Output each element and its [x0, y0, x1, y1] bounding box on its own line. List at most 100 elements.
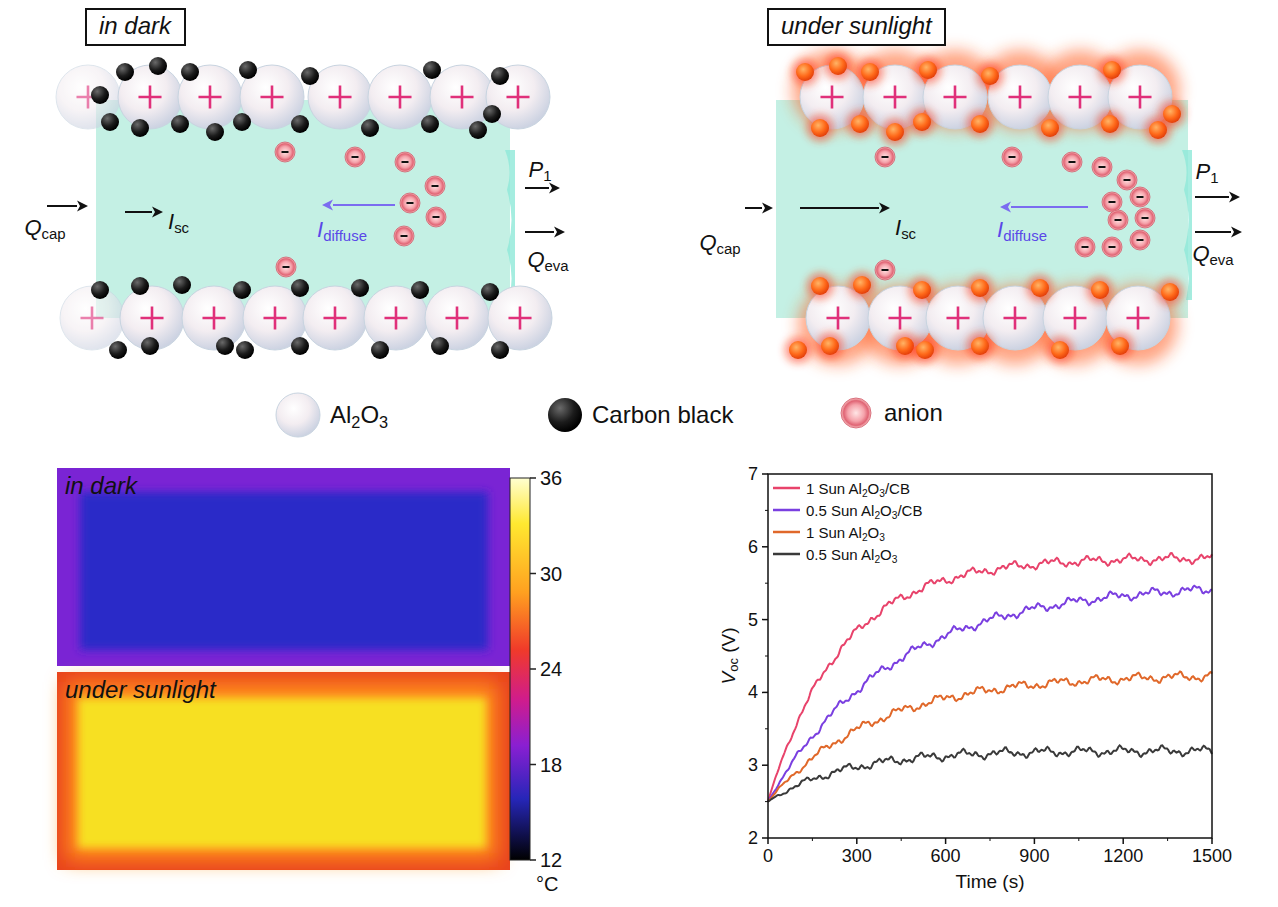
thermal-image-panel: in dark	[57, 468, 510, 666]
panel-title-box: in dark	[85, 8, 186, 46]
flow-arrow	[800, 207, 879, 209]
carbon-black-particle	[116, 63, 134, 81]
y-tick	[762, 764, 768, 766]
anion	[425, 176, 445, 196]
flow-arrow	[1195, 196, 1229, 198]
heated-carbon-particle	[1051, 341, 1069, 359]
y-tick	[762, 837, 768, 839]
heated-particle-glow	[1027, 275, 1053, 301]
plus-sign	[1126, 306, 1149, 329]
anion	[1135, 208, 1155, 228]
colorbar-tick	[530, 859, 536, 861]
heated-particle-glow	[967, 275, 993, 301]
arrow-head	[1000, 202, 1011, 213]
carbon-black-particle	[239, 61, 257, 79]
carbon-black-particle	[149, 57, 167, 75]
plus-sign	[946, 306, 969, 329]
plus-sign	[820, 85, 843, 108]
plot-frame	[768, 474, 1212, 838]
anion	[426, 207, 446, 227]
heated-particle-glow	[967, 111, 993, 137]
y-minor-tick	[765, 801, 768, 802]
arrow-head	[1231, 227, 1242, 238]
colorbar-tick-label: 12	[540, 850, 562, 870]
anion	[1092, 157, 1112, 177]
carbon-black-particle	[423, 61, 441, 79]
heated-carbon-particle	[1103, 61, 1121, 79]
carbon-black-particle	[371, 341, 389, 359]
carbon-black-particle	[171, 115, 189, 133]
carbon-black-particle	[91, 281, 109, 299]
heated-carbon-particle	[853, 276, 871, 294]
heated-carbon-particle	[896, 337, 914, 355]
heated-carbon-particle	[971, 337, 989, 355]
arrow-head	[1229, 192, 1240, 203]
heated-carbon-particle	[981, 67, 999, 85]
carbon-black-particle	[351, 279, 369, 297]
plus-sign	[388, 85, 411, 108]
carbon-black-particle	[291, 115, 309, 133]
legend-line-sample	[773, 487, 800, 490]
sunlight-panel-illustration	[745, 50, 1242, 365]
heated-particle-glow	[1047, 337, 1073, 363]
x-tick-label: 1500	[1192, 847, 1232, 865]
flux-label: Qcap	[24, 217, 65, 239]
heated-carbon-particle	[821, 337, 839, 355]
minus-sign	[882, 269, 889, 271]
flow-arrow	[333, 204, 395, 206]
plus-sign	[80, 306, 103, 329]
legend-text: Carbon black	[592, 403, 733, 427]
anion	[1062, 152, 1082, 172]
line-chart	[762, 474, 1212, 844]
x-tick-label: 0	[763, 847, 773, 865]
colorbar-tick	[530, 573, 536, 575]
evaporation-front	[1182, 150, 1192, 300]
carbon-black-particle	[491, 67, 509, 85]
data-curve	[768, 672, 1212, 802]
x-tick	[1211, 838, 1213, 844]
y-tick	[762, 546, 768, 548]
plus-sign	[1128, 85, 1151, 108]
cold-region	[80, 492, 488, 650]
plus-sign	[1063, 306, 1086, 329]
heated-particle-glow	[817, 333, 843, 359]
minus-sign	[1137, 196, 1144, 198]
flux-label: Qeva	[527, 249, 568, 271]
heated-carbon-particle	[913, 113, 931, 131]
heated-particle-glow	[977, 63, 1003, 89]
anion	[394, 226, 414, 246]
flow-arrow	[1011, 206, 1088, 208]
al2o3-sphere	[276, 393, 320, 437]
heated-particle-glow	[909, 277, 935, 303]
y-minor-tick	[765, 728, 768, 729]
plus-sign	[138, 85, 161, 108]
heated-carbon-particle	[919, 61, 937, 79]
anion	[1002, 147, 1022, 167]
carbon-black-particle	[91, 86, 109, 104]
anion	[1102, 237, 1122, 257]
heated-particle-glow	[1159, 101, 1185, 127]
x-minor-tick	[1167, 838, 1168, 841]
data-curve	[768, 745, 1212, 801]
minus-sign	[1137, 239, 1144, 241]
carbon-black-particle	[206, 123, 224, 141]
anion	[395, 152, 415, 172]
carbon-black-particle	[131, 119, 149, 137]
heated-carbon-particle	[1163, 105, 1181, 123]
plus-sign	[883, 85, 906, 108]
y-tick	[762, 473, 768, 475]
legend-text: 1 Sun Al2O3	[806, 525, 885, 540]
heated-particle-glow	[807, 273, 833, 299]
heated-carbon-particle	[1101, 115, 1119, 133]
heated-particle-glow	[967, 333, 993, 359]
carbon-black-particle	[481, 283, 499, 301]
heated-particle-glow	[1107, 333, 1133, 359]
y-tick-label: 6	[748, 538, 758, 556]
current-label: Idiffuse	[317, 219, 367, 241]
plus-sign	[506, 85, 529, 108]
minus-sign	[1009, 156, 1016, 158]
x-tick-label: 1200	[1103, 847, 1143, 865]
plus-sign	[888, 306, 911, 329]
carbon-black-particle	[301, 67, 319, 85]
carbon-black-particle	[101, 113, 119, 131]
